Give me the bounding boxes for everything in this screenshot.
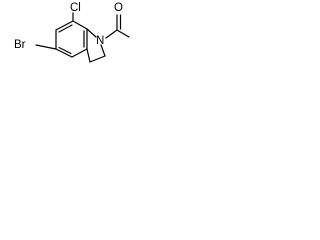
bond-c5-br [35, 44, 57, 50]
bond-n1-carbonyl [105, 29, 118, 39]
chlorine-label: Cl [70, 2, 81, 14]
bond-c3-c3a [86, 48, 91, 63]
bond-c4-c5 [55, 48, 73, 58]
bond-c7a-n1 [86, 28, 97, 38]
structure-diagram: Cl Br N O [14, 2, 130, 63]
oxygen-label: O [114, 2, 123, 14]
bond-c6-c7 [55, 20, 74, 31]
bond-c3a-c4 [71, 48, 88, 58]
bond-c6-c7-inner [58, 24, 73, 33]
bond-c4-c5-inner [58, 46, 72, 55]
bond-c2-c3 [89, 55, 106, 63]
bond-carbonyl-methyl [116, 29, 130, 38]
bond-c7-c7a [72, 20, 88, 30]
nitrogen-label: N [96, 35, 104, 47]
bond-n1-c2 [100, 44, 106, 57]
bromine-label: Br [14, 39, 26, 51]
